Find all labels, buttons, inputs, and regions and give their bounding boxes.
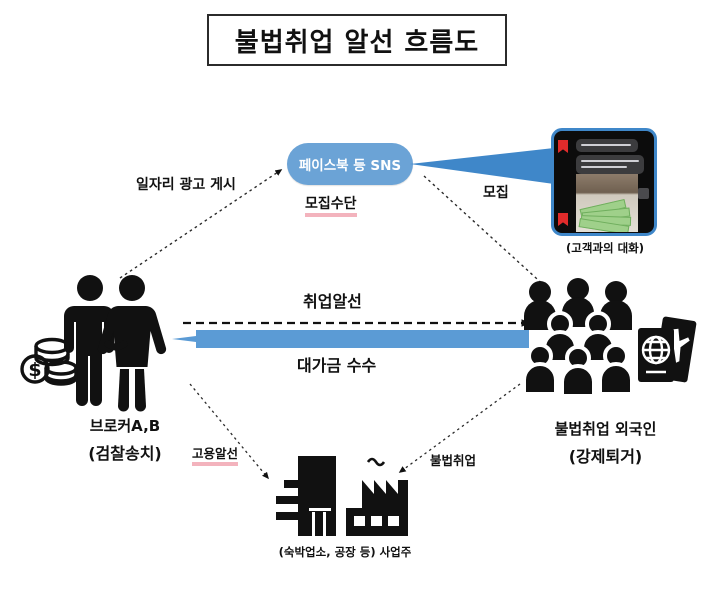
red-marker-icon — [558, 213, 568, 226]
factory-icon — [346, 457, 408, 536]
node-sns-label: 페이스북 등 SNS — [298, 158, 402, 174]
lock-icon — [638, 188, 649, 199]
money-photo — [576, 174, 638, 232]
office-building-icon — [276, 456, 336, 536]
edge-label-broker-to-foreigner: 취업알선 — [303, 292, 362, 311]
node-broker-status: (검찰송치) — [88, 444, 162, 463]
woman-silhouette-icon — [97, 275, 167, 412]
node-business-label: (숙박업소, 공장 등) 사업주 — [278, 545, 412, 559]
edge-label-broker-to-business: 고용알선 — [192, 446, 239, 466]
edge-label-sns-to-foreigner: 모집 — [483, 185, 509, 201]
money-coins-icon: $ — [20, 337, 78, 386]
edge-label-broker-to-sns: 일자리 광고 게시 — [136, 177, 236, 193]
edge-label-foreigner-to-broker: 대가금 수수 — [297, 356, 377, 375]
node-broker-label: 브로커A,B — [89, 417, 161, 435]
evidence-caption: (고객과의 대화) — [566, 241, 644, 255]
diagram-title-box: 불법취업 알선 흐름도 — [207, 14, 507, 66]
foreigner-people-icon — [522, 278, 697, 396]
node-sns-sublabel: 모집수단 — [305, 196, 357, 217]
node-foreigner-label: 불법취업 외국인 — [554, 420, 657, 438]
edge-label-broker-to-business-wrap: 고용알선 — [192, 446, 239, 466]
chat-bubble — [576, 155, 644, 174]
phone-chat-screenshot — [551, 128, 657, 236]
node-sns-sublabel-wrap: 모집수단 — [305, 196, 357, 217]
chat-bubble — [576, 139, 638, 152]
edge-foreigner-to-broker — [172, 330, 529, 348]
svg-text:$: $ — [28, 359, 41, 381]
node-foreigner-status: (강제퇴거) — [568, 447, 643, 466]
page-title: 불법취업 알선 흐름도 — [234, 27, 480, 58]
callout-wedge-icon — [410, 148, 554, 184]
business-buildings-icon — [276, 456, 408, 536]
people-group-icon — [524, 278, 632, 330]
node-sns-bubble: 페이스북 등 SNS — [287, 143, 413, 185]
edge-label-foreigner-to-business: 불법취업 — [430, 453, 477, 468]
red-marker-icon — [558, 140, 568, 153]
passport-icon — [638, 328, 674, 382]
